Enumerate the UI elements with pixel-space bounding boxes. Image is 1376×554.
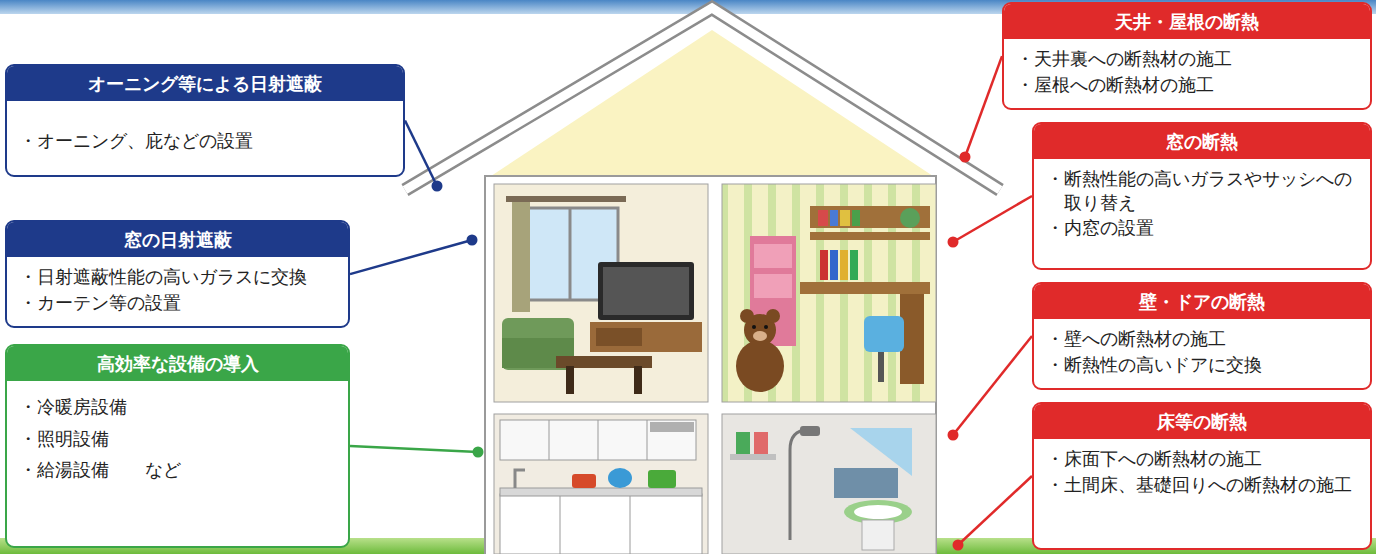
box-heading: 窓の断熱 [1034,124,1370,159]
leader-line [965,56,1002,157]
box-body: ・オーニング、庇などの設置 [7,101,403,162]
kids-furniture [736,206,930,392]
measure-box: 床等の断熱・床面下への断熱材の施工・土間床、基礎回りへの断熱材の施工 [1032,402,1372,550]
box-item: ・土間床、基礎回りへの断熱材の施工 [1046,473,1358,496]
leader-dot [948,237,959,248]
leader-dot [473,447,484,458]
leader-line [958,476,1032,545]
box-item: ・冷暖房設備 [19,395,336,418]
roof [405,8,1000,190]
leader-dot [960,152,971,163]
box-heading: 壁・ドアの断熱 [1034,284,1370,319]
box-body: ・壁への断熱材の施工・断熱性の高いドアに交換 [1034,319,1370,386]
box-item: ・カーテン等の設置 [19,291,336,314]
leader-dot [467,235,478,246]
box-item: ・断熱性能の高いガラスやサッシへの取り替え [1046,167,1358,214]
box-item: ・給湯設備 など [19,458,336,481]
box-heading: 天井・屋根の断熱 [1004,4,1370,39]
living-furniture [502,196,702,394]
leader-line [953,196,1032,242]
measure-box: 高効率な設備の導入・冷暖房設備・照明設備・給湯設備 など [5,344,350,548]
living-room [494,184,708,402]
kitchen-furniture [500,420,702,554]
house-wall [485,176,936,554]
box-item: ・屋根への断熱材の施工 [1016,73,1358,96]
bathroom [722,414,936,554]
box-heading: 高効率な設備の導入 [7,346,348,381]
box-item: ・内窓の設置 [1046,216,1358,239]
box-body: ・冷暖房設備・照明設備・給湯設備 など [7,381,348,491]
box-item: ・床面下への断熱材の施工 [1046,447,1358,470]
bathroom-furniture [730,426,912,550]
measure-box: 壁・ドアの断熱・壁への断熱材の施工・断熱性の高いドアに交換 [1032,282,1372,390]
box-item: ・断熱性の高いドアに交換 [1046,353,1358,376]
box-body: ・日射遮蔽性能の高いガラスに交換・カーテン等の設置 [7,257,348,324]
box-item: ・オーニング、庇などの設置 [19,129,391,152]
box-item: ・日射遮蔽性能の高いガラスに交換 [19,265,336,288]
leader-line [405,121,437,187]
kitchen [494,414,708,554]
box-body: ・床面下への断熱材の施工・土間床、基礎回りへの断熱材の施工 [1034,439,1370,506]
box-body: ・断熱性能の高いガラスやサッシへの取り替え・内窓の設置 [1034,159,1370,249]
leader-dot [948,430,959,441]
box-item: ・天井裏への断熱材の施工 [1016,47,1358,70]
leader-dot [953,540,964,551]
measure-box: オーニング等による日射遮蔽・オーニング、庇などの設置 [5,64,405,177]
box-item: ・照明設備 [19,427,336,450]
leader-line [350,446,478,452]
leader-dot [432,181,443,192]
measure-box: 窓の日射遮蔽・日射遮蔽性能の高いガラスに交換・カーテン等の設置 [5,220,350,328]
box-item: ・壁への断熱材の施工 [1046,327,1358,350]
box-heading: 床等の断熱 [1034,404,1370,439]
leader-line [953,336,1032,435]
leader-line [350,240,472,274]
kids-room [722,184,936,402]
roof-inner [405,8,1000,190]
box-heading: オーニング等による日射遮蔽 [7,66,403,101]
measure-box: 天井・屋根の断熱・天井裏への断熱材の施工・屋根への断熱材の施工 [1002,2,1372,110]
measure-box: 窓の断熱・断熱性能の高いガラスやサッシへの取り替え・内窓の設置 [1032,122,1372,270]
box-heading: 窓の日射遮蔽 [7,222,348,257]
box-body: ・天井裏への断熱材の施工・屋根への断熱材の施工 [1004,39,1370,106]
